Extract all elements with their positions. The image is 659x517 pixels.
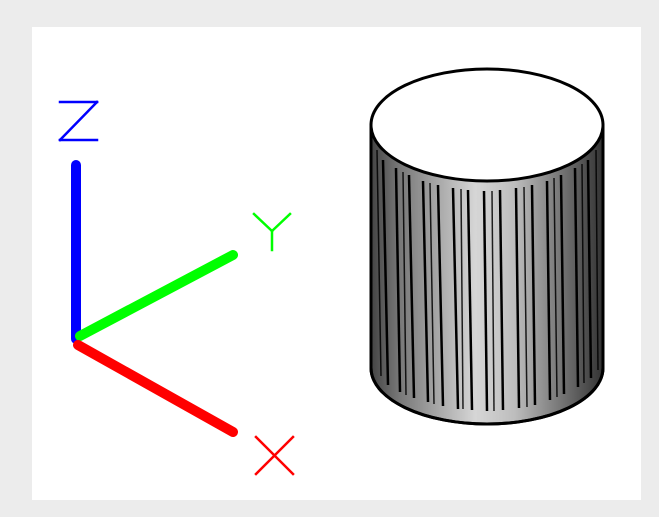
cylinder-solid[interactable] <box>369 67 605 426</box>
cylinder-top-face <box>369 67 605 183</box>
cylinder-bottom-rim <box>369 367 605 426</box>
z-axis-label <box>58 100 99 142</box>
ucs-icon <box>58 100 295 476</box>
y-axis-label <box>252 212 292 252</box>
cylinder-facets <box>381 159 593 412</box>
y-axis-line <box>75 250 238 341</box>
x-axis-line <box>73 340 238 437</box>
x-axis-label <box>254 435 295 476</box>
